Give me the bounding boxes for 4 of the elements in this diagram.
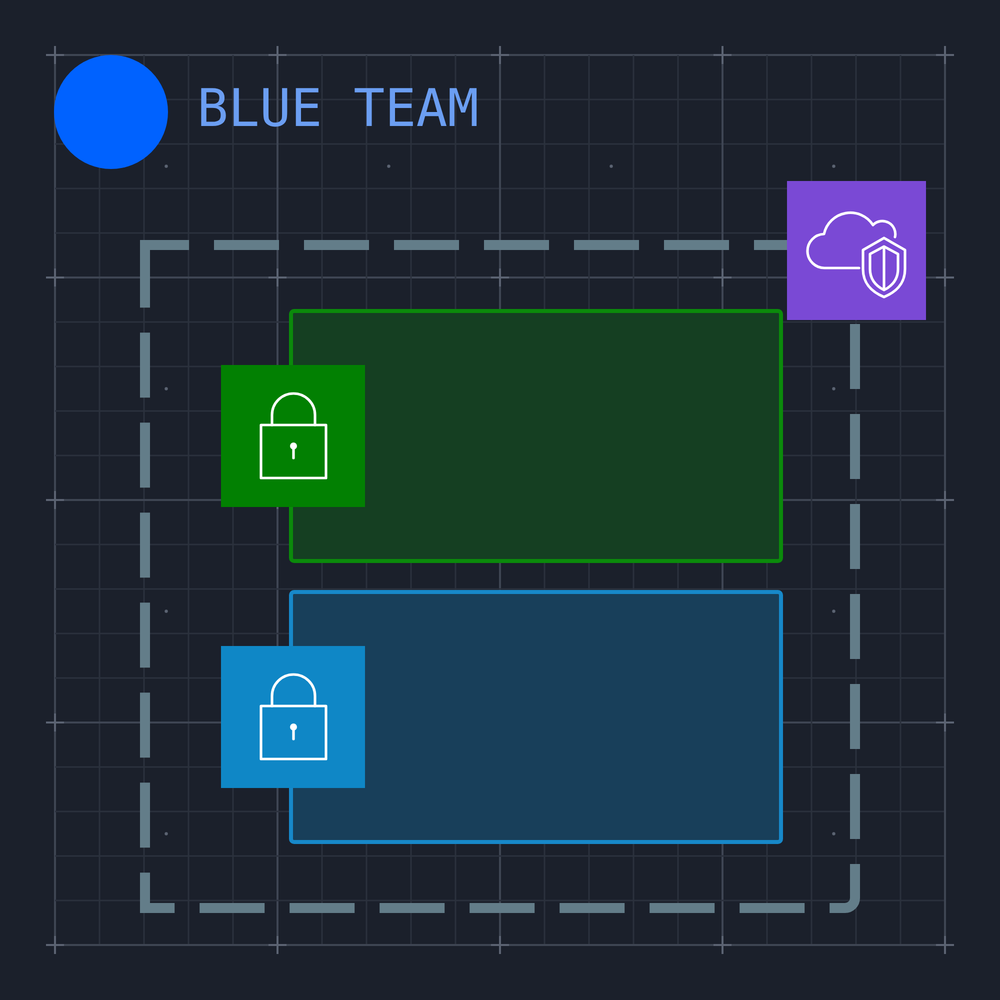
group-box	[289, 309, 783, 563]
title-text: BLUE TEAM	[197, 83, 479, 135]
group-box	[289, 590, 783, 844]
dashed-group-box	[140, 240, 860, 913]
